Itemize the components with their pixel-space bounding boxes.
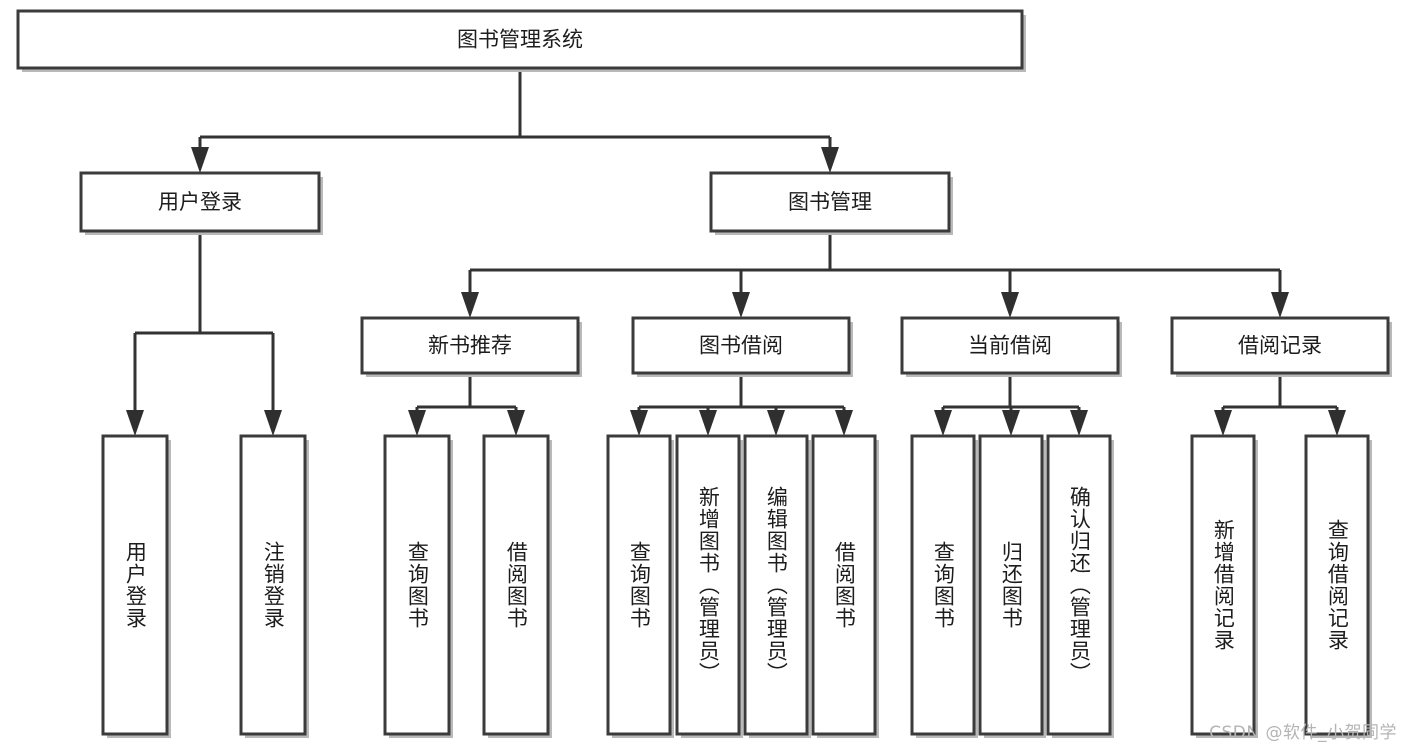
arrow-head-leaf-query-borrow-record (1328, 410, 1346, 436)
node-box-book-manage[interactable] (709, 171, 951, 233)
node-box-root[interactable] (16, 9, 1024, 70)
arrow-head-leaf-user-login (126, 410, 144, 436)
node-box-book-borrow[interactable] (631, 316, 851, 375)
arrow-head-leaf-borrow-book (835, 410, 853, 436)
node-box-leaf-borrow-book-recommend[interactable] (482, 434, 550, 736)
node-label-book-borrow: 图书借阅 (699, 334, 783, 358)
node-box-leaf-query-book-borrow[interactable] (606, 434, 672, 736)
connectors-layer (126, 68, 1346, 436)
node-box-leaf-query-book-current[interactable] (910, 434, 976, 736)
node-boxes-layer (16, 9, 1392, 738)
node-box-leaf-confirm-return[interactable] (1046, 434, 1112, 736)
arrow-head-leaf-add-borrow-record (1214, 410, 1232, 436)
node-label-current-borrow: 当前借阅 (968, 334, 1052, 358)
watermark-text: CSDN @软件_小贺同学 (1209, 723, 1397, 743)
arrow-head-leaf-add-book (699, 410, 717, 436)
node-box-leaf-add-book[interactable] (675, 434, 741, 736)
node-box-leaf-query-book-recommend[interactable] (383, 434, 451, 736)
arrow-head-leaf-edit-book (767, 410, 785, 436)
node-label-user-login: 用户登录 (158, 190, 242, 214)
arrow-head-leaf-confirm-return (1070, 410, 1088, 436)
node-box-leaf-add-borrow-record[interactable] (1190, 434, 1256, 736)
arrow-head-book-borrow (732, 292, 750, 318)
node-label-root: 图书管理系统 (457, 28, 583, 52)
arrow-head-leaf-query-book-borrow (630, 410, 648, 436)
node-box-leaf-return-book[interactable] (978, 434, 1044, 736)
node-box-leaf-user-login[interactable] (101, 434, 169, 736)
arrow-head-leaf-query-book-recommend (408, 410, 426, 436)
node-box-leaf-query-borrow-record[interactable] (1304, 434, 1370, 736)
node-label-new-book-recommend: 新书推荐 (428, 334, 512, 358)
node-box-new-book-recommend[interactable] (360, 316, 580, 375)
node-label-borrow-record: 借阅记录 (1238, 334, 1322, 358)
node-box-leaf-borrow-book[interactable] (811, 434, 877, 736)
arrow-head-current-borrow (1001, 292, 1019, 318)
node-box-leaf-user-logout[interactable] (239, 434, 307, 736)
arrow-head-borrow-record (1271, 292, 1289, 318)
arrow-head-user-login (191, 147, 209, 173)
arrow-head-new-book-recommend (461, 292, 479, 318)
arrow-head-leaf-borrow-book-recommend (507, 410, 525, 436)
arrow-head-leaf-return-book (1002, 410, 1020, 436)
node-box-current-borrow[interactable] (900, 316, 1120, 375)
arrow-head-leaf-query-book-current (934, 410, 952, 436)
node-box-user-login[interactable] (79, 171, 321, 233)
node-box-leaf-edit-book[interactable] (743, 434, 809, 736)
arrow-head-book-manage (821, 147, 839, 173)
node-label-book-manage: 图书管理 (788, 190, 872, 214)
node-box-borrow-record[interactable] (1170, 316, 1390, 375)
arrow-head-leaf-user-logout (264, 410, 282, 436)
